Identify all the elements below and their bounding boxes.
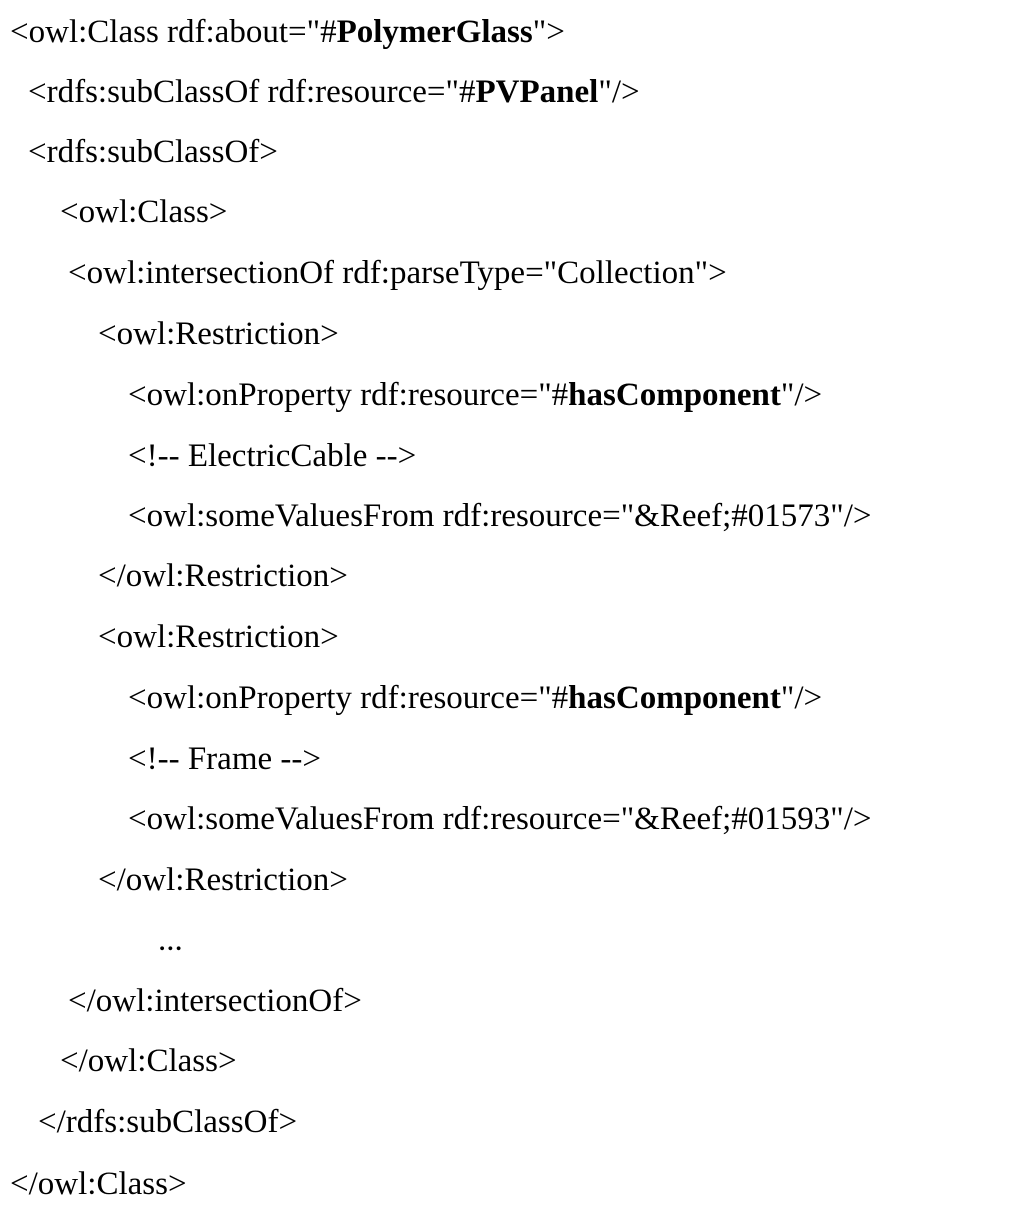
code-text: <owl:someValuesFrom rdf:resource="&Reef;… — [128, 801, 872, 837]
code-text: <owl:intersectionOf rdf:parseType="Colle… — [68, 255, 727, 291]
code-text: <owl:Restriction> — [98, 619, 339, 655]
code-line: <owl:someValuesFrom rdf:resource="&Reef;… — [128, 797, 872, 841]
code-text: <owl:onProperty rdf:resource="# — [128, 377, 569, 413]
code-text: <owl:Class rdf:about="# — [10, 14, 337, 50]
code-identifier: hasComponent — [568, 680, 781, 716]
code-text: <owl:onProperty rdf:resource="# — [128, 680, 569, 716]
code-identifier: PVPanel — [475, 74, 599, 110]
code-text: <!-- ElectricCable --> — [128, 438, 417, 474]
code-line: <owl:Class rdf:about="#PolymerGlass"> — [10, 10, 565, 54]
code-text: "> — [532, 14, 565, 50]
code-text: <rdfs:subClassOf rdf:resource="# — [28, 74, 476, 110]
code-text: "/> — [598, 74, 640, 110]
code-text: ... — [158, 922, 183, 958]
code-text: <rdfs:subClassOf> — [28, 134, 278, 170]
code-text: <owl:Restriction> — [98, 316, 339, 352]
code-line: <owl:onProperty rdf:resource="#hasCompon… — [128, 676, 822, 720]
code-line: </owl:Class> — [10, 1162, 187, 1206]
code-text: "/> — [780, 680, 823, 716]
code-line: <owl:Class> — [60, 190, 227, 234]
code-line: <owl:Restriction> — [98, 312, 339, 356]
code-line: <rdfs:subClassOf> — [28, 130, 278, 174]
code-line: </owl:Restriction> — [98, 554, 348, 598]
code-line: </owl:Restriction> — [98, 858, 348, 902]
code-line: <owl:Restriction> — [98, 615, 339, 659]
code-line: <owl:someValuesFrom rdf:resource="&Reef;… — [128, 494, 872, 538]
code-text: </owl:Class> — [60, 1043, 237, 1079]
code-line: </owl:intersectionOf> — [68, 979, 362, 1023]
code-line: ... — [158, 918, 183, 962]
code-text: </rdfs:subClassOf> — [38, 1104, 298, 1140]
code-text: <owl:Class> — [60, 194, 228, 230]
code-line: </owl:Class> — [60, 1039, 237, 1083]
code-identifier: hasComponent — [568, 377, 781, 413]
code-line: </rdfs:subClassOf> — [38, 1100, 297, 1144]
code-line: <rdfs:subClassOf rdf:resource="#PVPanel"… — [28, 70, 640, 114]
code-text: "/> — [780, 377, 823, 413]
code-line: <owl:onProperty rdf:resource="#hasCompon… — [128, 373, 822, 417]
code-identifier: PolymerGlass — [336, 14, 533, 50]
code-line: <owl:intersectionOf rdf:parseType="Colle… — [68, 251, 727, 295]
code-text: <owl:someValuesFrom rdf:resource="&Reef;… — [128, 498, 872, 534]
code-text: </owl:Restriction> — [98, 558, 348, 594]
code-text: <!-- Frame --> — [128, 741, 321, 777]
code-text: </owl:Restriction> — [98, 862, 348, 898]
code-line: <!-- Frame --> — [128, 737, 321, 781]
code-text: </owl:intersectionOf> — [68, 983, 362, 1019]
code-line: <!-- ElectricCable --> — [128, 434, 416, 478]
code-text: </owl:Class> — [10, 1166, 187, 1202]
